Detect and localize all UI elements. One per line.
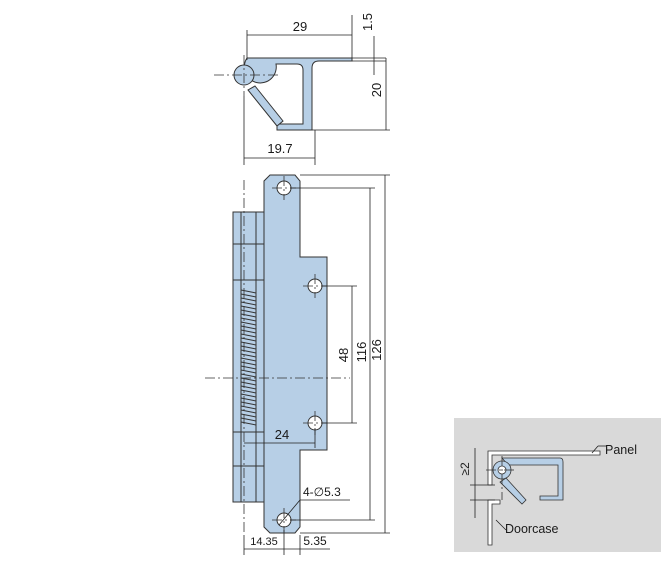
spring-coil	[240, 405, 257, 410]
dim-label-5-35: 5.35	[303, 534, 327, 548]
spring-coil	[240, 321, 257, 326]
spring-coil	[240, 325, 257, 330]
inset-doorcase-label: Doorcase	[505, 522, 559, 536]
spring-coil	[240, 389, 257, 394]
spring-coil	[240, 417, 257, 422]
spring-coil	[240, 365, 257, 370]
spring-coil	[240, 381, 257, 386]
doorcase-leader	[495, 519, 507, 531]
dim-label-29: 29	[293, 19, 307, 34]
spring-coil	[240, 401, 257, 406]
inset-gap-label: ≥2	[458, 462, 472, 476]
spring-coil	[240, 353, 257, 358]
inset-hinge	[501, 457, 564, 501]
spring-coil	[240, 409, 257, 414]
spring-coil	[240, 421, 257, 426]
spring-coil	[240, 293, 257, 298]
dim-label-116: 116	[354, 342, 369, 363]
spring-coil	[240, 317, 257, 322]
front-view: 48 116 126 24 4-∅5.3 14.35 5.35	[205, 174, 390, 555]
dim-label-1-5: 1.5	[360, 13, 375, 31]
spring	[240, 289, 257, 426]
spring-coil	[240, 349, 257, 354]
spring-coil	[240, 361, 257, 366]
front-view-leaf	[263, 174, 328, 534]
dim-label-20: 20	[369, 83, 384, 97]
inset-doorcase	[487, 499, 501, 546]
dim-label-14-35: 14.35	[250, 536, 278, 548]
dim-label-holes: 4-∅5.3	[303, 485, 341, 499]
spring-coil	[240, 289, 257, 294]
spring-coil	[240, 377, 257, 382]
spring-coil	[240, 397, 257, 402]
spring-coil	[240, 393, 257, 398]
front-view-barrel	[232, 211, 265, 503]
spring-coil	[240, 413, 257, 418]
installation-inset: ≥2 Panel Doorcase	[454, 418, 661, 552]
spring-coil	[240, 369, 257, 374]
top-view-spring-arm	[247, 85, 284, 127]
panel-leader	[591, 445, 599, 454]
dim-label-48: 48	[336, 348, 351, 362]
spring-coil	[240, 357, 257, 362]
spring-coil	[240, 297, 257, 302]
spring-coil	[240, 313, 257, 318]
spring-coil	[240, 329, 257, 334]
spring-coil	[240, 373, 257, 378]
dim-label-24: 24	[275, 427, 289, 442]
spring-coil	[240, 309, 257, 314]
spring-coil	[240, 305, 257, 310]
spring-coil	[240, 333, 257, 338]
spring-coil	[240, 345, 257, 350]
top-view: 29 1.5 20 19.7	[214, 13, 390, 165]
spring-coil	[240, 337, 257, 342]
spring-coil	[240, 301, 257, 306]
spring-coil	[240, 385, 257, 390]
dim-label-126: 126	[369, 339, 384, 361]
inset-panel-label: Panel	[605, 443, 637, 457]
spring-coil	[240, 341, 257, 346]
dim-label-19-7: 19.7	[267, 141, 292, 156]
leader-line	[278, 499, 301, 526]
